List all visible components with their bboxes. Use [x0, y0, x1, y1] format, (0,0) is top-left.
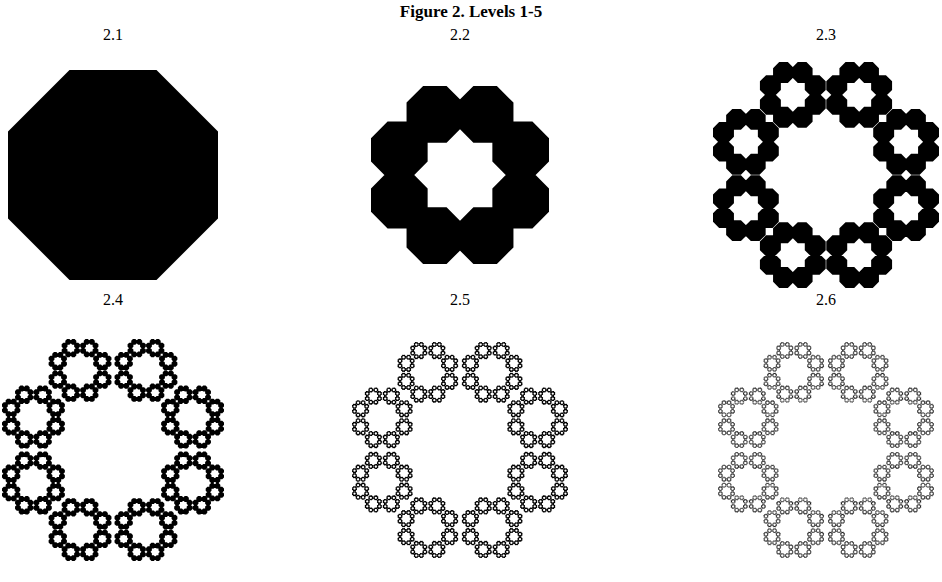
octagon-fractal [352, 342, 568, 558]
octagon-fractal [2, 339, 224, 561]
figure-title: Figure 2. Levels 1-5 [400, 2, 542, 22]
octagon-fractal [718, 342, 934, 558]
panel-label: 2.3 [816, 26, 836, 44]
panel-label: 2.2 [450, 26, 470, 44]
panel-label: 2.5 [450, 291, 470, 309]
panel-label: 2.1 [103, 26, 123, 44]
octagon-fractal [371, 86, 549, 264]
octagon-fractal [8, 70, 218, 280]
panel-label: 2.4 [103, 291, 123, 309]
octagon-fractal [713, 62, 939, 288]
panel-label: 2.6 [816, 291, 836, 309]
